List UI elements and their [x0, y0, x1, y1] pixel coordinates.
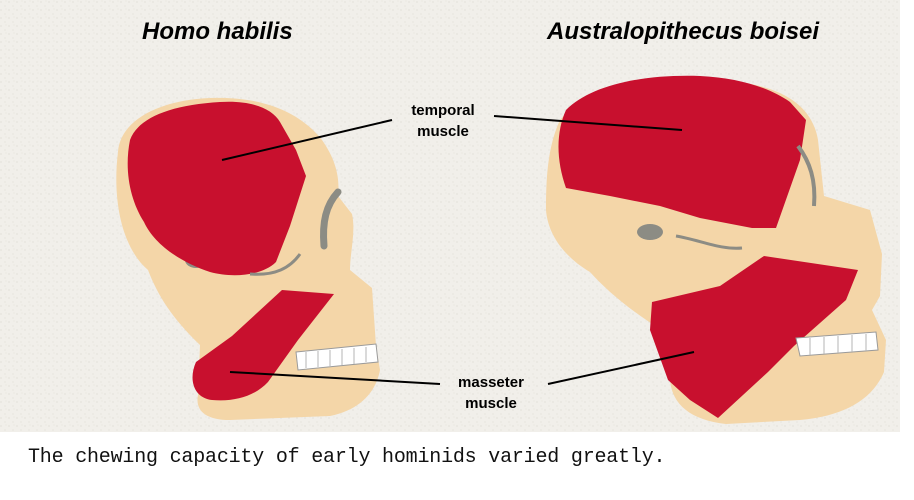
masseter-muscle-label: masseter muscle	[436, 372, 546, 414]
masseter-label-line2: muscle	[436, 393, 546, 414]
temporal-label-line2: muscle	[388, 121, 498, 142]
boisei-ear-canal	[637, 224, 663, 240]
figure-caption: The chewing capacity of early hominids v…	[28, 446, 665, 469]
masseter-label-line1: masseter	[436, 372, 546, 393]
temporal-label-line1: temporal	[388, 100, 498, 121]
temporal-muscle-label: temporal muscle	[388, 100, 498, 142]
australopithecus-boisei-title: Australopithecus boisei	[547, 18, 819, 46]
homo-habilis-title: Homo habilis	[142, 18, 293, 46]
